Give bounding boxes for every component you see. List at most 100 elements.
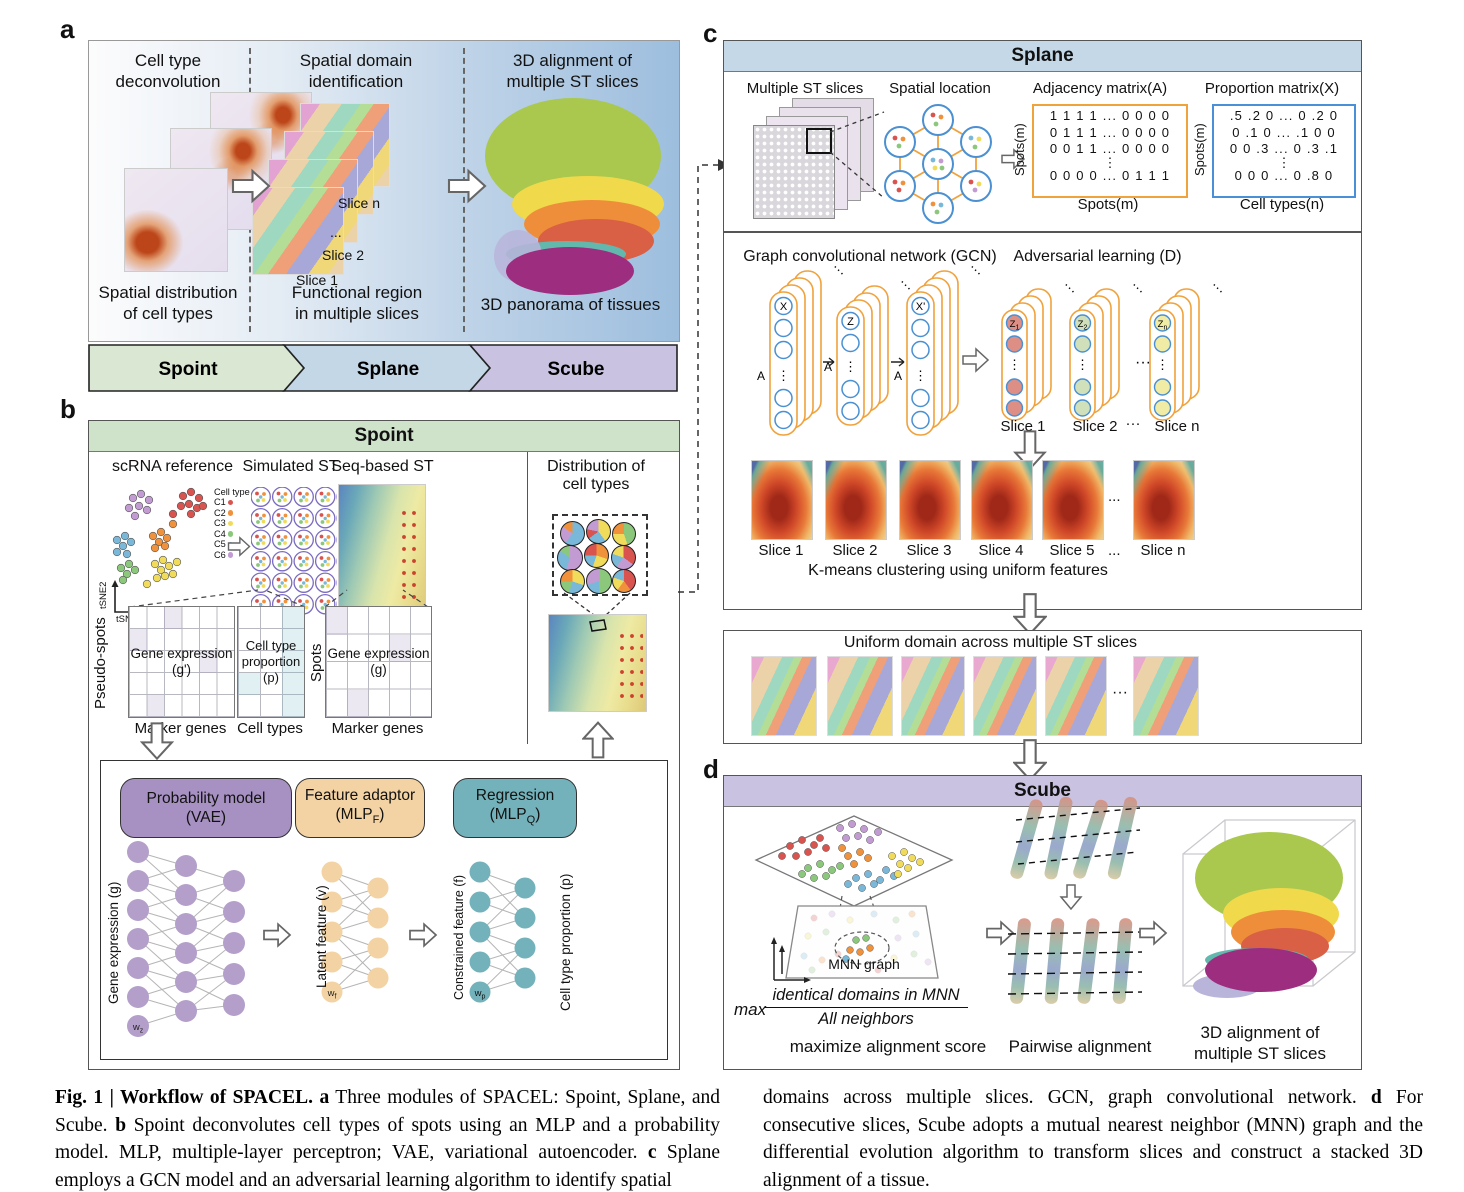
slice-dots: ... [330, 224, 342, 240]
adversarial-title: Adversarial learning (D) [1013, 248, 1182, 265]
probability-model-box: Probability model (VAE) [120, 778, 292, 838]
pie-chart [586, 519, 611, 544]
gcn-stack-xprime: X' ⋮ A ··· [894, 259, 987, 436]
slice-n-label: Slice n [338, 195, 381, 211]
a-matrix-label: A [757, 369, 765, 383]
arrow-down-icon [1013, 430, 1047, 470]
kmeans-dots: ... [1108, 542, 1121, 559]
proportion-matrix: .5 .2 0 ... 0 .2 0 0 .1 0 ... .1 0 0 0 0… [1212, 104, 1356, 198]
pie-chart [560, 521, 585, 546]
regression-box: Regression (MLPQ) [453, 778, 577, 838]
adjacency-matrix-title: Adjacency matrix(A) [1032, 80, 1168, 97]
net-constrained-feature-label: Constrained feature (f) [452, 874, 466, 1001]
matrix-label: Gene expression (g) [327, 646, 430, 677]
pie-chart [557, 545, 583, 571]
adjacency-cols-axis: Spots(m) [1077, 196, 1139, 213]
uniform-slice-image [901, 656, 965, 736]
module-bar: Spoint Splane Scube [88, 344, 678, 392]
uniform-slice-image [751, 656, 817, 736]
adv-stack-1: Z1 ⋮ ··· [1001, 277, 1081, 421]
z2-node-label: Z2 [1078, 319, 1088, 332]
svg-text:···: ··· [1128, 277, 1149, 298]
kmeans-slice-image [1042, 460, 1104, 540]
panel-b-label: b [60, 394, 76, 424]
kmeans-slice-label: Slice n [1140, 542, 1186, 559]
maximize-caption: maximize alignment score [789, 1037, 987, 1056]
matrix-row: 0 0 0 0 ... 0 1 1 1 [1049, 167, 1171, 183]
panel-a-col2-title: Spatial domain identification [299, 51, 413, 91]
adjacency-matrix: 1 1 1 1 ... 0 0 0 0 0 1 1 1 ... 0 0 0 0 … [1032, 104, 1188, 198]
arrow-right-icon [263, 922, 292, 948]
panel-d-label: d [703, 754, 719, 784]
kmeans-dots: ... [1108, 488, 1121, 505]
c2-dot-icon [227, 510, 234, 516]
scrna-scatter-plot [111, 487, 208, 616]
formula-numerator: identical domains in MNN [764, 986, 968, 1008]
aligned-slices [1007, 918, 1143, 1004]
legend-item: C4 [214, 528, 226, 539]
caption-fig-label: Fig. 1 | Workflow of SPACEL. [55, 1087, 320, 1108]
panel-a-label: a [60, 14, 75, 44]
spatial-location-graph [884, 104, 992, 224]
z-node-label: Z [847, 316, 854, 328]
uniform-domain-title: Uniform domain across multiple ST slices [843, 634, 1138, 651]
proportion-matrix-title: Proportion matrix(X) [1204, 80, 1340, 97]
gcn-stack-z: Z ⋮ A ··· [824, 274, 917, 426]
zoom-target-outline [589, 619, 607, 632]
a-matrix-label: A [824, 360, 832, 374]
arrow-up-icon [582, 721, 614, 759]
gcn-stack-x: X ⋮ A ··· [757, 259, 850, 436]
zoom-dashed-lines [829, 111, 885, 199]
proportion-rows-axis: Spots(m) [1192, 123, 1207, 177]
arrow-right-icon [447, 168, 487, 204]
gene-expression-matrix-spots: Gene expression (g) [325, 606, 432, 718]
pie-chart [612, 522, 636, 546]
matrix-row: 0 0 1 1 ... 0 0 0 0 [1049, 141, 1171, 156]
adv-stack-2: Z2 ⋮ ··· [1069, 277, 1149, 421]
net-latent-feature-label: Latent feature (v) [314, 885, 329, 989]
cell-type-legend: Cell type C1 C2 C3 C4 C5 C6 [214, 487, 258, 560]
svg-text:⋮: ⋮ [844, 359, 857, 374]
adv-stack-n: Zn ⋮ ··· [1149, 277, 1229, 421]
uniform-slice-image [1045, 656, 1107, 736]
panel-b-divider [527, 452, 528, 744]
adv-slice-2-label: Slice 2 [1072, 418, 1118, 435]
kmeans-slice-label: Slice 3 [906, 542, 952, 559]
adaptor-line1: Feature adaptor [304, 786, 416, 804]
arrow-right-icon [409, 922, 438, 948]
svg-text:···: ··· [1208, 277, 1229, 298]
panel-c-label: c [703, 18, 718, 48]
distribution-title: Distribution of cell types [547, 458, 645, 493]
pie-funnel-lines [563, 592, 631, 616]
adv-dots: ··· [1135, 354, 1151, 371]
arrow-right-icon [1139, 920, 1168, 946]
slice-2-label: Slice 2 [322, 247, 365, 263]
zoom-square-outline [806, 128, 832, 154]
svg-text:···: ··· [966, 259, 987, 280]
svg-text:⋮: ⋮ [1156, 357, 1169, 372]
kmeans-slice-image [899, 460, 961, 540]
domain-slice-image [252, 187, 344, 275]
mnn-graph-label: MNN graph [828, 956, 900, 972]
kmeans-slice-image [971, 460, 1033, 540]
arrow-right-icon [986, 920, 1015, 946]
caption-b-label: b [115, 1114, 127, 1136]
zn-node-label: Zn [1158, 319, 1168, 332]
xprime-node-label: X' [916, 301, 925, 313]
arrow-down-icon [1013, 593, 1047, 636]
c6-dot-icon [227, 552, 234, 558]
cell-types-axis: Cell types [237, 720, 303, 737]
pseudo-spots-axis: Pseudo-spots [92, 617, 109, 709]
panel-d-header: Scube [724, 776, 1361, 807]
slice-dot-plane [754, 815, 954, 907]
net-gene-expression-label: Gene expression (g) [106, 881, 121, 1004]
arrow-down-icon [1013, 739, 1047, 782]
svg-text:···: ··· [896, 274, 917, 295]
uniform-dots: ··· [1112, 684, 1128, 701]
panel-a-col3-caption: 3D panorama of tissues [480, 295, 661, 314]
max-label: max [734, 1000, 767, 1019]
alignment-score-formula: identical domains in MNN All neighbors [764, 986, 968, 1029]
caption-c-label: c [647, 1142, 657, 1163]
kmeans-slice-label: Slice 5 [1049, 542, 1095, 559]
panel-a-col1-title: Cell type deconvolution [115, 51, 221, 91]
